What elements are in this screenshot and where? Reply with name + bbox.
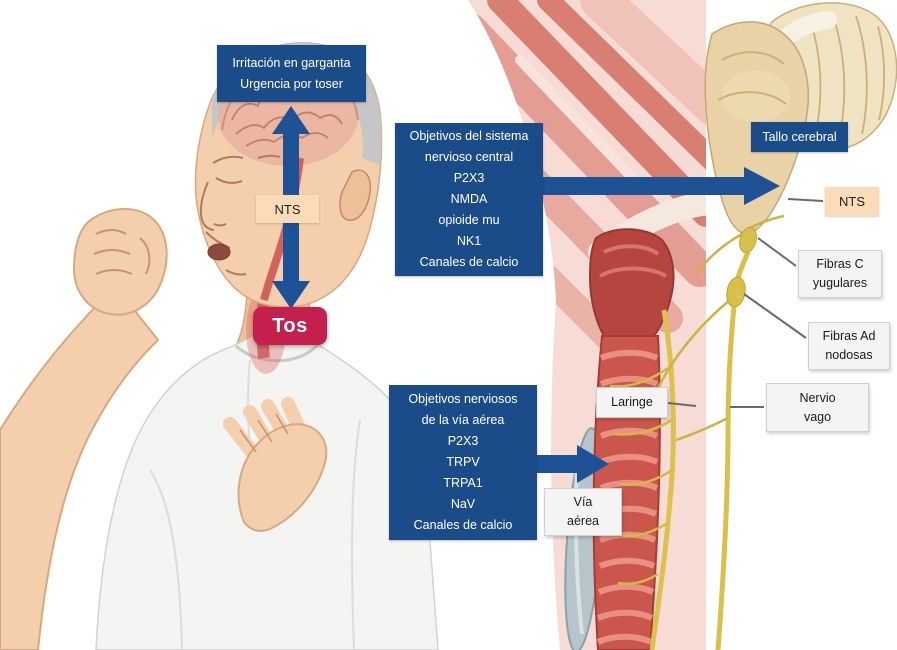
- fist-fingers: [93, 229, 151, 275]
- nodose-ganglion: [726, 276, 746, 308]
- airway-target-item: P2X3: [447, 434, 479, 448]
- central-target-item: NMDA: [450, 192, 488, 206]
- central-target-item: NK1: [456, 234, 482, 248]
- chest-hand-creases: [239, 413, 289, 453]
- airway-anatomy-illustration: [468, 0, 706, 650]
- irritation-line2: Urgencia por toser: [240, 76, 343, 91]
- nts-right-box: NTS: [825, 187, 879, 216]
- via-aerea-line1: Vía: [573, 495, 593, 509]
- nervio-vago-line1: Nervio: [799, 390, 836, 405]
- pons-bulge: [722, 70, 790, 122]
- nts-right-pointer-line: [787, 198, 824, 202]
- vagus-nerve-illustration: [646, 214, 785, 650]
- airway-target-item: TRPA1: [443, 476, 483, 490]
- laringe-box: Laringe: [596, 387, 668, 418]
- ear: [339, 169, 372, 221]
- fibras-ad-pointer-line: [743, 293, 807, 339]
- airway-targets-box: Objetivos nerviosos de la vía aérea P2X3…: [389, 385, 537, 540]
- airway-nerve-branches: [609, 366, 673, 585]
- central-target-item: P2X3: [453, 171, 485, 185]
- airway-target-item: Canales de calcio: [413, 518, 513, 532]
- vagus-trunk: [715, 305, 737, 650]
- central-targets-title-2: nervioso central: [424, 150, 514, 164]
- airway-targets-arrow: [534, 445, 609, 483]
- tallo-cerebral-label: Tallo cerebral: [762, 129, 837, 144]
- fibras-ad-line2: nodosas: [825, 348, 873, 362]
- brainstem-detail: [717, 51, 787, 105]
- fibras-ad-box: Fibras Ad nodosas: [808, 322, 890, 370]
- airway-target-item: TRPV: [446, 455, 480, 469]
- nts-right-label: NTS: [839, 194, 865, 209]
- tos-label: Tos: [272, 314, 308, 337]
- fibras-ad-line1: Fibras Ad: [822, 329, 876, 343]
- nervio-vago-line2: vago: [803, 409, 832, 424]
- irritation-box: Irritación en garganta Urgencia por tose…: [217, 45, 366, 102]
- chest-hand-fingers: [223, 397, 307, 459]
- tos-box: Tos: [253, 307, 327, 345]
- fibras-c-line1: Fibras C: [816, 257, 864, 271]
- chest-hand: [237, 423, 328, 532]
- central-target-item: Canales de calcio: [419, 255, 519, 269]
- fibras-c-pointer-line: [757, 237, 797, 267]
- irritation-line1: Irritación en garganta: [232, 55, 351, 70]
- laringe-label: Laringe: [611, 395, 653, 409]
- laringe-pointer-line: [667, 402, 697, 407]
- nervio-vago-box: Nervio vago: [766, 383, 869, 432]
- jugular-ganglion: [739, 226, 757, 254]
- airway-target-item: NaV: [450, 497, 476, 511]
- shirt-collar: [234, 343, 320, 363]
- fibras-c-box: Fibras C yugulares: [798, 250, 882, 298]
- airway-targets-title-2: de la vía aérea: [421, 413, 505, 427]
- via-aerea-line2: aérea: [567, 514, 599, 528]
- central-targets-arrow: [542, 167, 780, 205]
- central-targets-title-1: Objetivos del sistema: [409, 129, 529, 143]
- fist: [72, 207, 168, 316]
- central-targets-box: Objetivos del sistema nervioso central P…: [395, 123, 543, 276]
- vagus-connector: [735, 251, 751, 279]
- man-illustration: [0, 42, 439, 650]
- central-target-item: opioide mu: [438, 213, 500, 227]
- airway-targets-title-1: Objetivos nerviosos: [408, 392, 518, 406]
- open-mouth: [207, 243, 231, 261]
- via-aerea-box: Vía aérea: [544, 488, 622, 536]
- larynx-detail: [599, 244, 667, 278]
- tallo-cerebral-box: Tallo cerebral: [751, 122, 848, 152]
- raised-forearm: [0, 290, 160, 650]
- pointer-lines: [667, 198, 824, 408]
- nts-left-label: NTS: [274, 201, 301, 217]
- face-features: [199, 154, 281, 276]
- fibras-c-line2: yugulares: [812, 276, 868, 290]
- nts-left-box: NTS: [256, 195, 319, 223]
